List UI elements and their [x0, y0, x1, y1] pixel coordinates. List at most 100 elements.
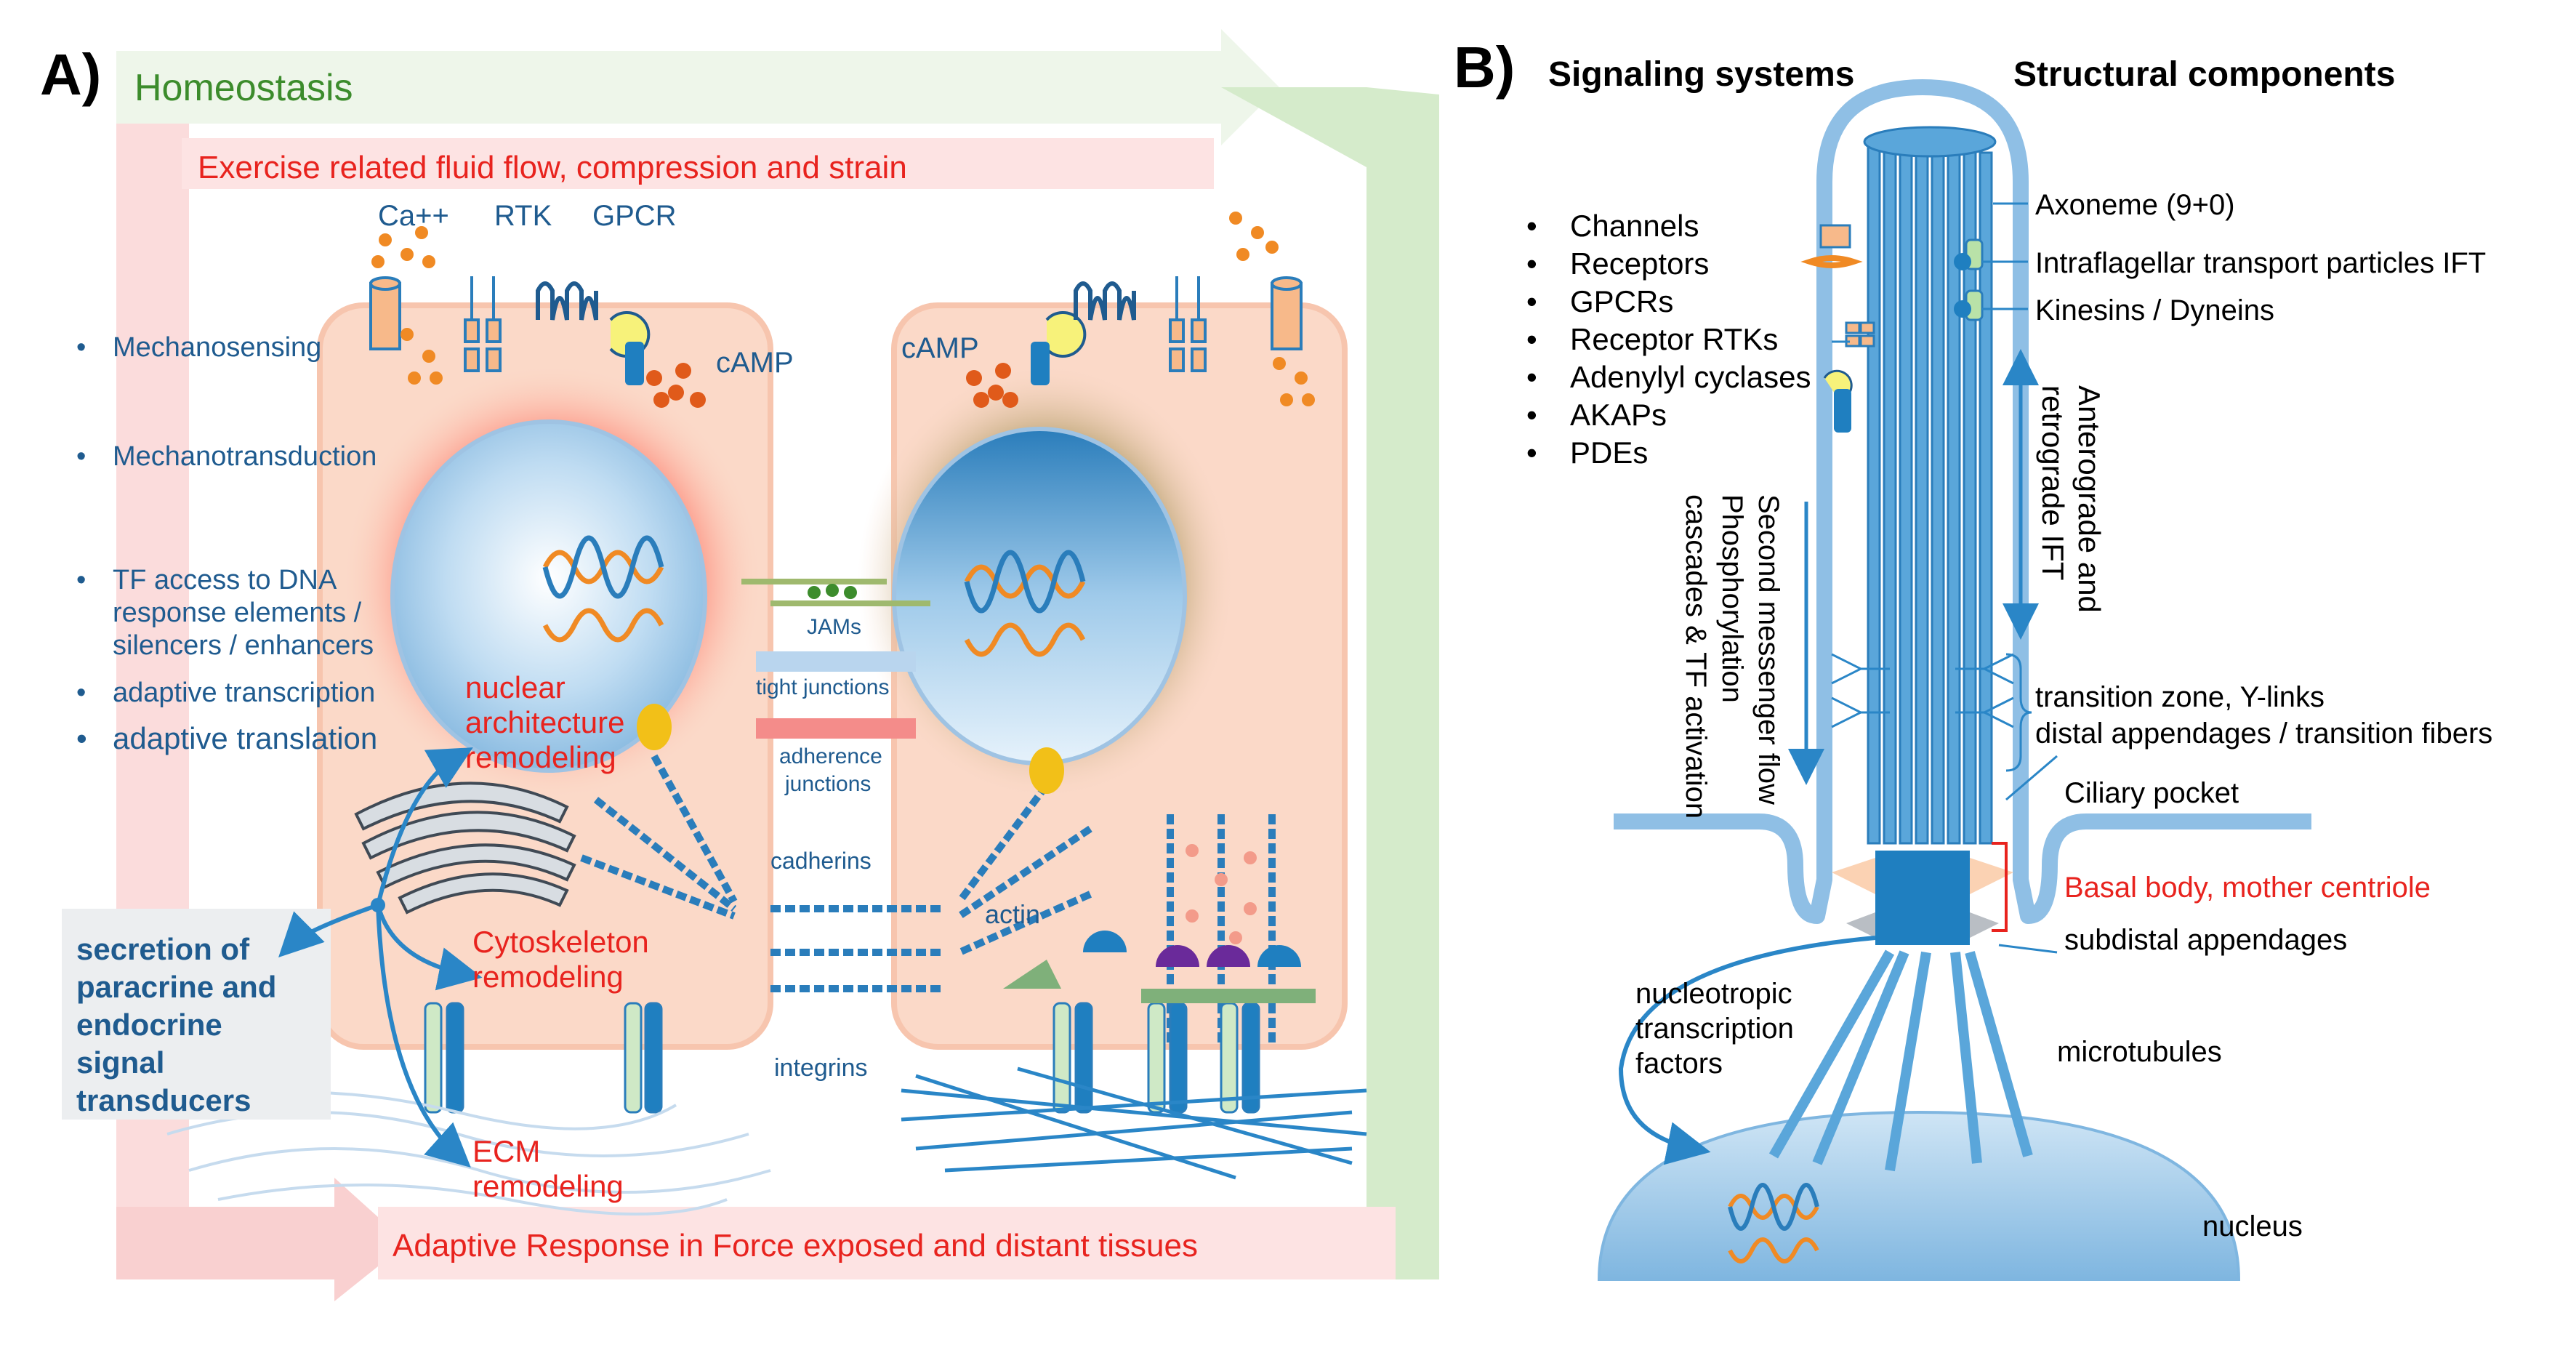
- rtk-icon-cilium: [1845, 321, 1875, 347]
- yellow-linker: [637, 704, 672, 750]
- list-item: Receptors: [1570, 246, 1709, 281]
- camp-right-label: cAMP: [901, 332, 979, 364]
- channel-icon: [369, 276, 401, 350]
- list-item: adaptive transcription: [113, 678, 375, 708]
- camp-left-label: cAMP: [716, 347, 794, 379]
- axoneme-label: Axoneme (9+0): [2035, 189, 2235, 221]
- rtk-label: RTK: [494, 200, 552, 232]
- adaptive-arrow: [116, 1178, 407, 1301]
- focal-adhesion-icons: [1003, 931, 1316, 1003]
- tight-junctions-label: tight junctions: [756, 675, 889, 699]
- dna-icon-nucleus: [1728, 1183, 1819, 1263]
- channel-icon-right: [1271, 276, 1303, 350]
- nuclear-label: remodeling: [465, 740, 616, 774]
- camp-dots: [646, 363, 706, 408]
- list-item: •: [76, 678, 86, 708]
- microtubules: [1768, 949, 2033, 1172]
- cytoskeleton-label: remodeling: [472, 960, 624, 994]
- list-item: •: [76, 721, 87, 755]
- transition-label: transition zone, Y-links: [2035, 681, 2325, 713]
- transition-bracket: [2005, 653, 2032, 772]
- secretion-label: signal: [76, 1045, 164, 1080]
- nucleotropic-label: nucleotropic: [1635, 978, 1792, 1010]
- nucleotropic-label: factors: [1635, 1048, 1723, 1080]
- list-item: •: [76, 565, 86, 595]
- list-item: adaptive translation: [113, 721, 377, 755]
- axoneme-tip: [1863, 126, 1997, 158]
- list-item: silencers / enhancers: [113, 630, 374, 661]
- secretion-label: secretion of: [76, 932, 250, 966]
- yellow-linker-right: [1029, 747, 1064, 794]
- leader-lines: [1832, 202, 2058, 954]
- nuclear-label: architecture: [465, 705, 624, 739]
- basal-body-label: Basal body, mother centriole: [2064, 872, 2431, 904]
- nucleus-dome: [1597, 1110, 2241, 1281]
- list-item: •: [1526, 246, 1537, 281]
- cadherins-label: cadherins: [770, 848, 872, 874]
- panel-b-label: B): [1454, 35, 1515, 100]
- panel-a-label: A): [40, 42, 101, 107]
- ecm-label: remodeling: [472, 1169, 624, 1203]
- nucleus-label: nucleus: [2202, 1210, 2303, 1242]
- second-messenger-label: cascades & TF activation: [1680, 494, 1712, 819]
- nuclear-label: nuclear: [465, 670, 565, 704]
- secretion-label: paracrine and: [76, 970, 276, 1004]
- homeostasis-label: Homeostasis: [134, 67, 353, 109]
- transition-fibers: [1832, 858, 2013, 894]
- gpcr-icon: [536, 281, 598, 321]
- ift-particle-icon: [1954, 238, 1984, 270]
- list-item: Adenylyl cyclases: [1570, 360, 1811, 394]
- gpcr-icon-right: [1074, 281, 1136, 321]
- list-item: •: [1526, 360, 1537, 394]
- golgi-icon: [354, 782, 576, 915]
- basal-body: [1875, 851, 1970, 945]
- transition-label: distal appendages / transition fibers: [2035, 718, 2492, 750]
- basal-body-bracket: [1992, 842, 2008, 932]
- actin-label: actin: [985, 899, 1040, 929]
- rtk-icon-right: [1169, 276, 1207, 372]
- rtk-icon: [464, 276, 502, 372]
- list-item: •: [76, 332, 86, 363]
- list-item: Mechanotransduction: [113, 441, 377, 472]
- list-item: TF access to DNA: [113, 565, 337, 595]
- integrins-label: integrins: [774, 1054, 868, 1082]
- panel-a: A) Homeostasis Exercise related fluid fl…: [40, 29, 1439, 1301]
- second-messenger-label: Second messenger flow: [1752, 494, 1784, 805]
- jams-dots: [808, 584, 857, 599]
- right-green-head: [1221, 87, 1439, 167]
- signaling-list: • Channels • Receptors • GPCRs • Recepto…: [1526, 209, 1811, 470]
- microtubules-label: microtubules: [2057, 1036, 2222, 1068]
- right-nucleus: [892, 427, 1187, 766]
- tight-junction-bar: [756, 651, 916, 672]
- dna-icon-right: [964, 550, 1086, 657]
- structural-title: Structural components: [2013, 55, 2395, 94]
- list-item: Mechanosensing: [113, 332, 321, 363]
- list-item: response elements /: [113, 598, 362, 628]
- actin-filaments-left: [580, 754, 945, 992]
- adherence-label: junctions: [784, 772, 871, 796]
- nucleotropic-label: transcription: [1635, 1013, 1794, 1045]
- list-item: PDEs: [1570, 435, 1648, 470]
- cytoskeleton-label: Cytoskeleton: [472, 925, 649, 959]
- panel-b: B) Signaling systems Structural componen…: [1454, 35, 2492, 1281]
- ecm-label: ECM: [472, 1134, 540, 1168]
- ciliary-pocket-label: Ciliary pocket: [2064, 777, 2239, 809]
- list-item: •: [1526, 284, 1537, 318]
- channel-icon-cilium: [1800, 224, 1863, 268]
- adaptive-label: Adaptive Response in Force exposed and d…: [393, 1228, 1198, 1263]
- ca-dots: [371, 226, 443, 385]
- second-messenger-label: Phosphorylation: [1716, 494, 1748, 703]
- axoneme: [1867, 129, 1993, 845]
- adenylyl-cyclase-icon-cilium: [1823, 369, 1853, 433]
- left-nucleus: [390, 419, 707, 773]
- gpcr-label: GPCR: [592, 200, 677, 232]
- signaling-title: Signaling systems: [1548, 55, 1854, 94]
- golgi-arrows: [278, 747, 483, 1168]
- kinesins-label: Kinesins / Dyneins: [2035, 294, 2274, 326]
- dna-icon: [542, 535, 664, 643]
- secretion-label: endocrine: [76, 1008, 222, 1042]
- anterograde-label: retrograde IFT: [2036, 385, 2070, 580]
- list-item: GPCRs: [1570, 284, 1673, 318]
- ecm-fibers-right: [901, 1066, 1367, 1180]
